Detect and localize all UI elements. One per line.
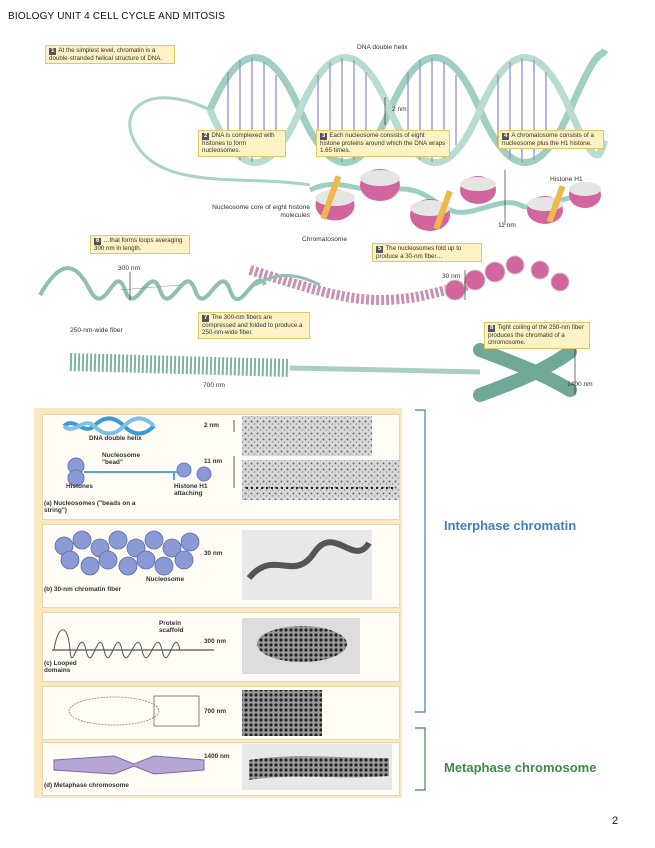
scale-2nm: 2 nm: [204, 422, 219, 429]
chromatin-diagram-art: [38, 48, 609, 402]
eleven-nm-label: 11 nm: [498, 222, 516, 229]
panel-d-caption: (d) Metaphase chromosome: [44, 782, 129, 789]
protein-scaffold-label: Protein scaffold: [159, 620, 184, 635]
scale-700nm: 700 nm: [204, 708, 227, 715]
panel-b-caption: (b) 30-nm chromatin fiber: [44, 586, 122, 593]
three-hundred-nm-label: 300 nm: [118, 265, 140, 272]
scale-30nm: 30 nm: [204, 550, 223, 557]
panel-d-700: [42, 686, 400, 740]
histones-label: Histones: [66, 483, 93, 490]
fourteen-hundred-nm-label: 1400 nm: [567, 381, 593, 388]
panel-c-art: [52, 629, 214, 659]
scale-300nm: 300 nm: [204, 638, 227, 645]
interphase-label: Interphase chromatin: [444, 518, 577, 533]
nucleosome-core-label: Nucleosome core of eight histone molecul…: [212, 204, 310, 219]
metaphase-label: Metaphase chromosome: [444, 760, 597, 775]
chromatin-levels-figure: DNA double helix Nucleosome "bead" Histo…: [34, 408, 402, 798]
two-nm-label: 2 nm: [392, 106, 407, 113]
micrograph-2nm: [242, 416, 372, 456]
panel-c-caption: (c) Looped domains: [44, 660, 77, 675]
panel-a-caption: (a) Nucleosomes ("beads on a string"): [44, 500, 136, 515]
histone-h1-attaching-label: Histone H1 attaching: [174, 483, 208, 498]
micrographs: [242, 416, 400, 790]
seven-hundred-nm-label: 700 nm: [203, 382, 225, 389]
micrograph-11nm: [242, 460, 400, 500]
dna-helix-label: DNA double helix: [357, 44, 408, 51]
scale-1400nm: 1400 nm: [204, 753, 230, 760]
micrograph-700nm: [242, 690, 322, 736]
dna-helix-panel-label: DNA double helix: [89, 435, 142, 442]
fiber-250-label: 250-nm-wide fiber: [70, 327, 123, 334]
nucleosome-bead-label: Nucleosome "bead": [102, 452, 141, 467]
nucleosome-label: Nucleosome: [146, 576, 185, 583]
page-number: 2: [612, 815, 619, 827]
step-6-callout: 6…that forms loops averaging 300 nm in l…: [90, 235, 190, 255]
page-header: BIOLOGY UNIT 4 CELL CYCLE AND MITOSIS: [8, 11, 226, 22]
panel-d-art: [53, 695, 205, 775]
scale-11nm: 11 nm: [204, 458, 223, 465]
histone-h1-label: Histone H1: [550, 176, 583, 183]
panel-b-art: [54, 530, 200, 576]
thirty-nm-label: 30 nm: [442, 273, 461, 280]
chromatosome-label: Chromatosome: [302, 236, 348, 243]
